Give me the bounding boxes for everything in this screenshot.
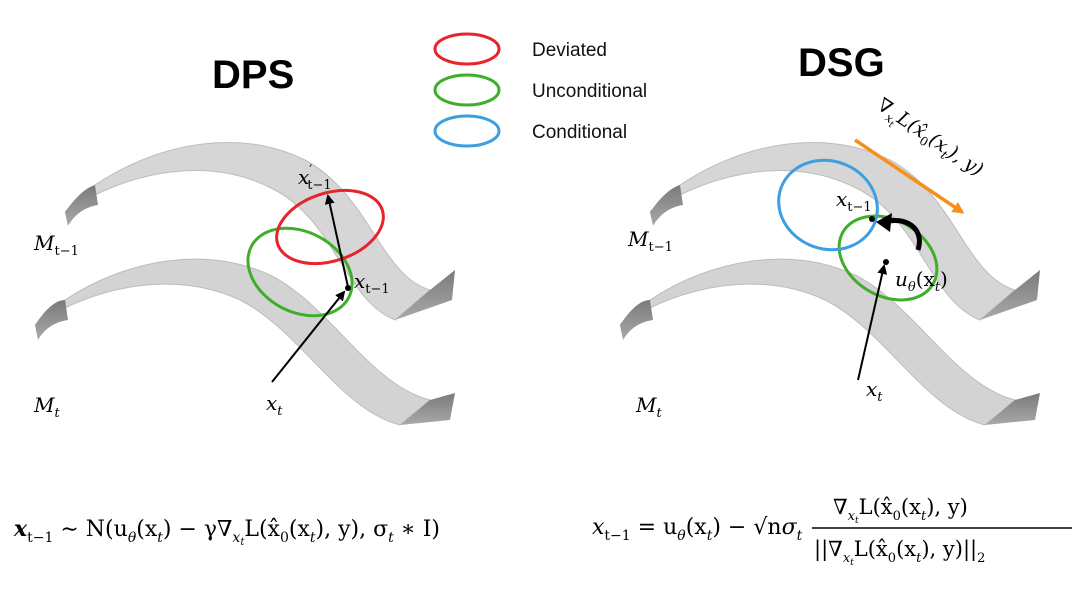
label-xt-left: xt — [266, 391, 283, 419]
deviated-ellipse-left — [275, 188, 385, 266]
label-xt-right: xt — [866, 377, 883, 405]
formula-dsg: xt−1 = uθ(xt) − √nσt ∇xtL(x̂0(xt), y) ||… — [592, 495, 1072, 568]
formula-dsg-numerator: ∇xtL(x̂0(xt), y) — [833, 495, 968, 526]
lower-manifold-right — [619, 258, 1040, 426]
arrow-xt-to-xtm1-left — [271, 290, 346, 383]
legend-swatch-deviated — [433, 32, 501, 66]
unconditional-ellipse-left — [246, 226, 354, 318]
lower-manifold-left — [34, 258, 455, 426]
arrow-xt-to-u-right — [857, 264, 888, 381]
formula-dsg-lhs: xt−1 = uθ(xt) − √nσt — [592, 515, 803, 544]
formula-dps: xt−1 ∼ N(uθ(xt) − γ∇xtL(x̂0(xt), y), σt … — [13, 516, 440, 548]
legend-label-deviated: Deviated — [532, 40, 607, 61]
conditional-ellipse-right — [777, 158, 879, 252]
title-dps: DPS — [212, 53, 294, 97]
label-u-theta: uθ(xt) — [895, 267, 948, 295]
upper-manifold-left — [64, 142, 455, 321]
legend-swatch-unconditional — [433, 73, 501, 107]
legend-swatch-conditional — [433, 114, 501, 148]
left-panel — [34, 142, 455, 426]
label-m-t-left: Mt — [33, 393, 60, 421]
label-m-tm1-right: Mt−1 — [627, 227, 673, 255]
title-dsg: DSG — [798, 41, 885, 85]
point-xtm1-left — [345, 285, 351, 291]
guidance-arrowhead — [876, 213, 892, 232]
legend: Deviated Unconditional Conditional — [433, 32, 647, 148]
right-panel — [619, 138, 1040, 426]
point-xtm1-right — [869, 216, 875, 222]
label-xtm1-right: xt−1 — [836, 187, 872, 215]
label-xtm1-prime: x′t−1 — [298, 163, 332, 193]
label-m-tm1-left: Mt−1 — [33, 231, 79, 259]
legend-label-unconditional: Unconditional — [532, 81, 647, 102]
formula-dsg-denominator: ||∇xtL(x̂0(xt), y)||2 — [814, 537, 985, 568]
label-m-t-right: Mt — [635, 393, 662, 421]
label-xtm1-left: xt−1 — [354, 269, 390, 297]
legend-label-conditional: Conditional — [532, 122, 627, 143]
gradient-arrow — [854, 138, 965, 214]
arrow-xtm1-to-prime-left — [324, 194, 349, 288]
point-u-right — [883, 259, 889, 265]
